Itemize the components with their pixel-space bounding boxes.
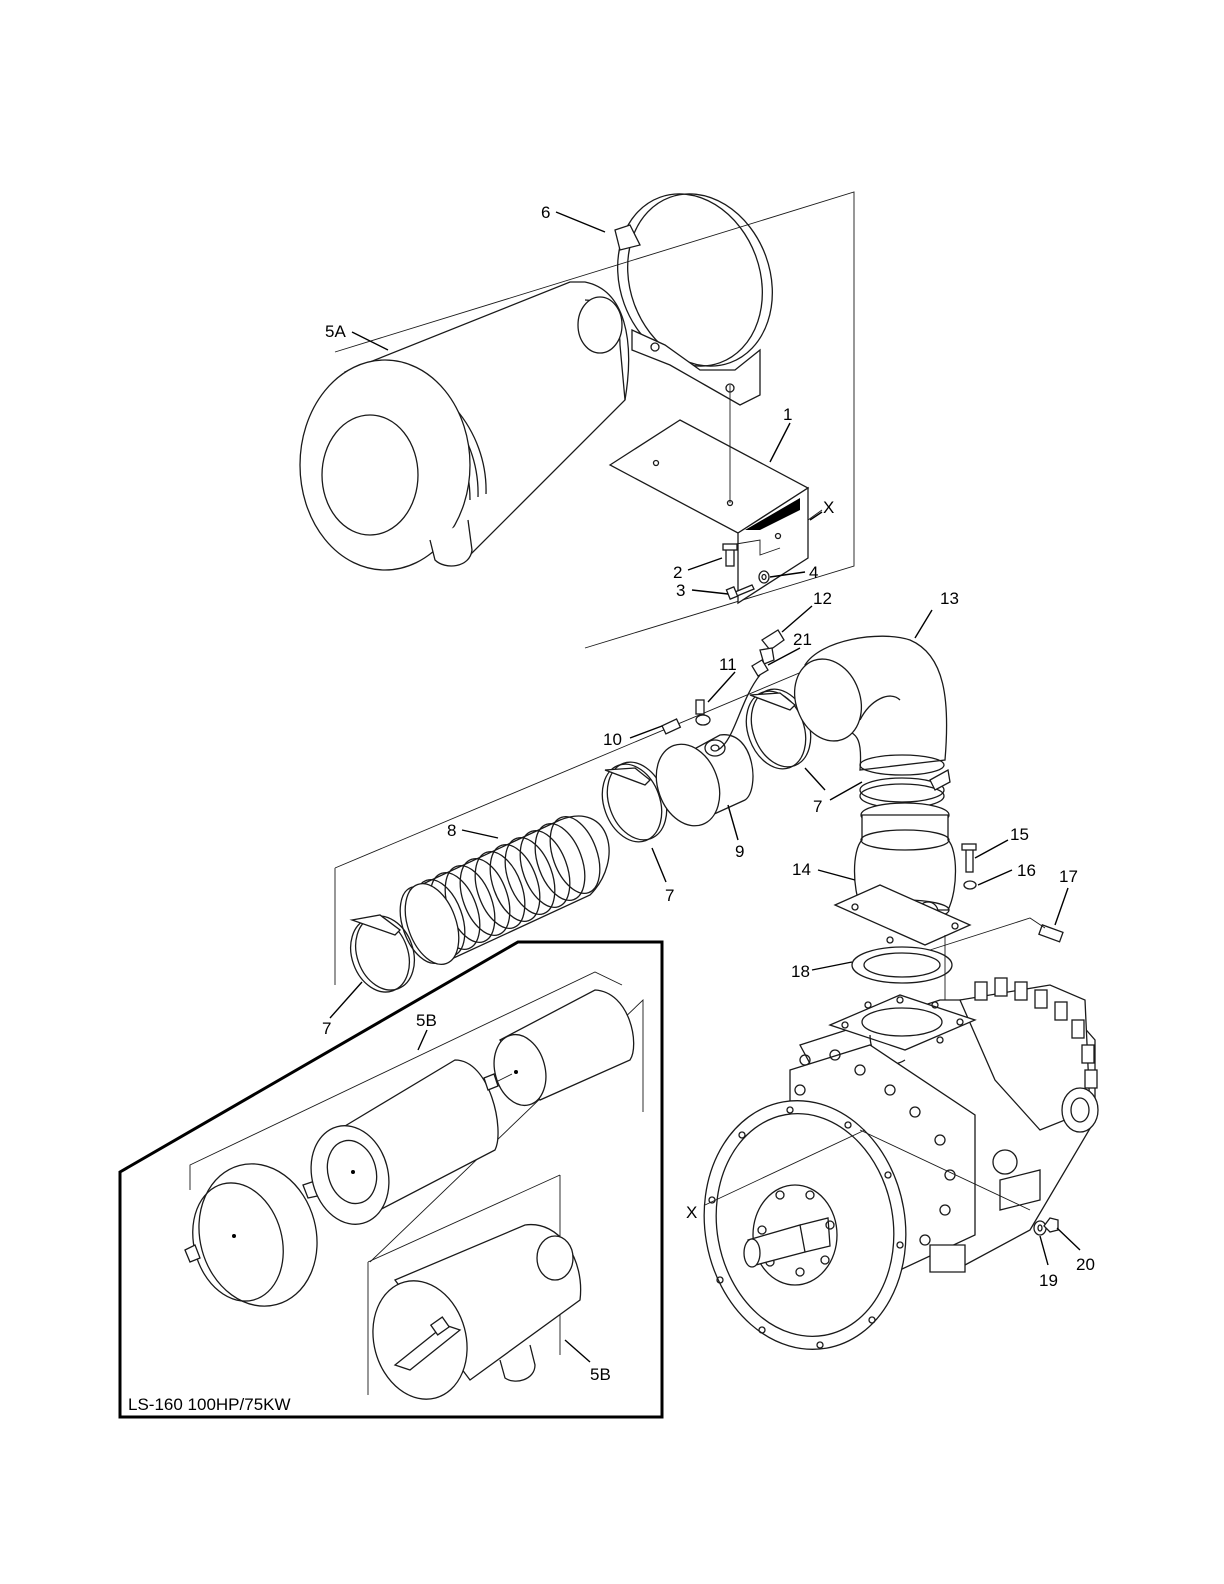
elbow-13 (784, 636, 947, 775)
callout-9: 9 (735, 842, 744, 861)
callout-11: 11 (719, 655, 737, 674)
callout-3: 3 (676, 581, 685, 600)
callout-5b-top: 5B (416, 1011, 437, 1030)
callout-14: 14 (792, 860, 811, 879)
inlet-valve-14 (835, 803, 970, 945)
callout-1: 1 (783, 405, 792, 424)
callout-5a: 5A (325, 322, 346, 341)
callout-13: 13 (940, 589, 959, 608)
washer-19 (1034, 1221, 1046, 1235)
callout-6: 6 (541, 203, 550, 222)
hose-clamp-7-vertical (860, 770, 950, 808)
compressor-airend (685, 978, 1098, 1365)
callout-19: 19 (1039, 1271, 1058, 1290)
callout-17: 17 (1059, 867, 1078, 886)
filter-element-5b-inner (484, 990, 634, 1111)
filter-element-5b-outer (300, 1060, 498, 1233)
inset-caption: LS-160 100HP/75KW (128, 1395, 291, 1414)
filter-cap-5b (180, 1150, 333, 1319)
callout-12: 12 (813, 589, 832, 608)
callout-8: 8 (447, 821, 456, 840)
fitting-10 (662, 719, 680, 734)
washer-16 (964, 881, 976, 889)
callout-16: 16 (1017, 861, 1036, 880)
callout-20: 20 (1076, 1255, 1095, 1274)
callout-x-top: X (823, 498, 834, 517)
callout-10: 10 (603, 730, 622, 749)
callout-x-bottom: X (686, 1203, 697, 1222)
callout-7-left: 7 (322, 1019, 331, 1038)
callout-18: 18 (791, 962, 810, 981)
flex-hose-8 (391, 810, 610, 972)
bolt-15 (962, 844, 976, 872)
callout-5b-bottom: 5B (590, 1365, 611, 1384)
callout-7-right: 7 (813, 797, 822, 816)
washer-4 (759, 571, 769, 583)
fitting-11 (696, 700, 704, 714)
callout-15: 15 (1010, 825, 1029, 844)
callout-21: 21 (793, 630, 812, 649)
filter-housing-5b (360, 1225, 581, 1410)
bolt-2 (723, 544, 737, 566)
callout-4: 4 (809, 563, 818, 582)
callout-7-mid: 7 (665, 886, 674, 905)
air-filter-housing-5a (300, 282, 629, 570)
callout-2: 2 (673, 563, 682, 582)
